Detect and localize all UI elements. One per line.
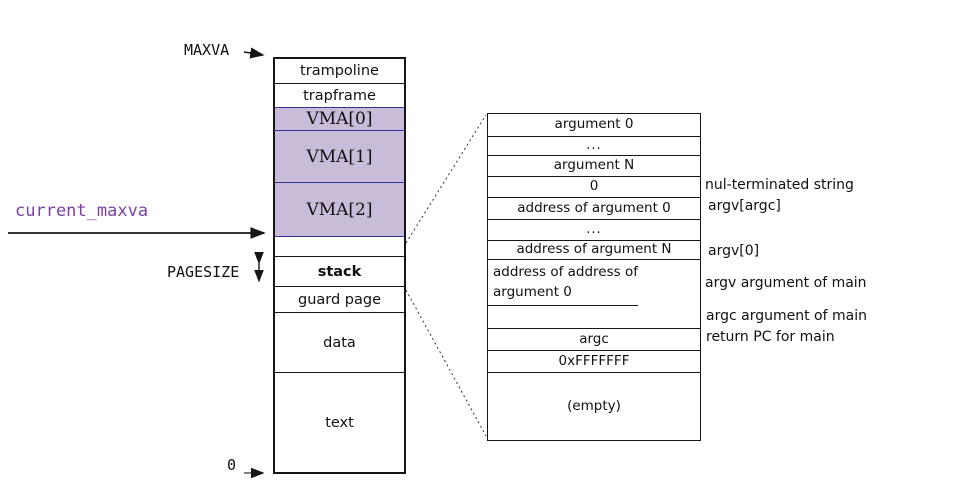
annotation-argv-argc: argv[argc] bbox=[708, 198, 781, 214]
annotation-argc-argument-of-main: argc argument of main bbox=[706, 308, 867, 324]
stack-row-address-of-address: address of address of argument 0 bbox=[488, 260, 638, 306]
memory-row-vma0: VMA[0] bbox=[275, 107, 404, 131]
stack-row-empty: (empty) bbox=[567, 397, 621, 414]
memory-row-vma1: VMA[1] bbox=[275, 131, 404, 183]
memory-row-data: data bbox=[275, 313, 404, 373]
pagesize-label: PAGESIZE bbox=[167, 263, 240, 281]
stack-expand-dash-top bbox=[405, 114, 487, 244]
memory-row-trampoline: trampoline bbox=[275, 59, 404, 84]
annotation-argv-0: argv[0] bbox=[708, 243, 760, 259]
annotation-nul-terminated-string: nul-terminated string bbox=[705, 177, 854, 193]
stack-row-argc: argc bbox=[488, 329, 700, 351]
stack-row-zero: 0 bbox=[488, 177, 700, 198]
memory-row-vma2: VMA[2] bbox=[275, 183, 404, 237]
memory-map-box: trampoline trapframe VMA[0] VMA[1] VMA[2… bbox=[273, 57, 406, 474]
stack-row-return-pc: 0xFFFFFFF bbox=[488, 351, 700, 373]
memory-row-unused bbox=[275, 237, 404, 257]
maxva-label: MAXVA bbox=[184, 41, 230, 59]
current-maxva-label: current_maxva bbox=[15, 201, 149, 221]
memory-row-guard-page: guard page bbox=[275, 287, 404, 313]
zero-label: 0 bbox=[227, 456, 237, 474]
memory-row-text: text bbox=[275, 373, 404, 472]
annotation-return-pc-for-main: return PC for main bbox=[706, 329, 835, 345]
stack-row-ellipsis-2: ... bbox=[488, 220, 700, 241]
annotation-argv-argument-of-main: argv argument of main bbox=[705, 275, 867, 291]
memory-row-stack: stack bbox=[275, 257, 404, 287]
stack-expand-dash-bottom bbox=[405, 289, 487, 437]
stack-row-argc-spacer-fix bbox=[488, 260, 700, 329]
stack-detail-box: argument 0 ... argument N 0 address of a… bbox=[487, 113, 701, 441]
stack-row-address-of-argument-n: address of argument N bbox=[488, 241, 700, 260]
stack-row-address-of-argument-0: address of argument 0 bbox=[488, 198, 700, 220]
maxva-arrow bbox=[243, 47, 265, 59]
memory-row-trapframe: trapframe bbox=[275, 84, 404, 108]
stack-row-argument-n: argument N bbox=[488, 156, 700, 177]
stack-row-ellipsis-1: ... bbox=[488, 137, 700, 156]
stack-row-argument-0: argument 0 bbox=[488, 114, 700, 137]
